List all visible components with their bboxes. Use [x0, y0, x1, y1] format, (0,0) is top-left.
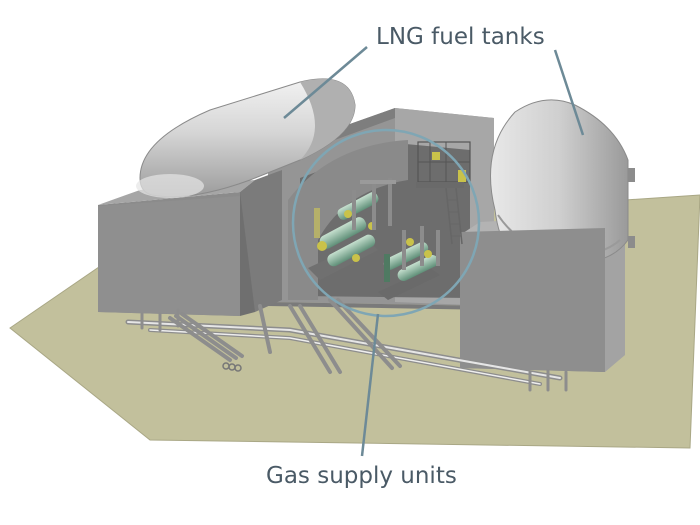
gas-supply-units-label: Gas supply units	[266, 463, 457, 489]
left-lng-tank	[136, 78, 356, 198]
right-front-block	[460, 228, 605, 372]
gas-supply-unit-left	[308, 178, 396, 280]
leader-line-gas-supply	[360, 313, 380, 457]
leader-line-left-tank	[283, 46, 368, 119]
rear-platform-ladder	[416, 141, 471, 245]
pipe-network	[125, 298, 568, 392]
leader-line-right-tank	[553, 49, 585, 136]
left-front-block	[98, 196, 240, 316]
lng-fuel-tanks-label: LNG fuel tanks	[376, 24, 545, 50]
gas-supply-highlight-circle	[291, 128, 481, 318]
gas-supply-unit-right	[378, 226, 440, 300]
